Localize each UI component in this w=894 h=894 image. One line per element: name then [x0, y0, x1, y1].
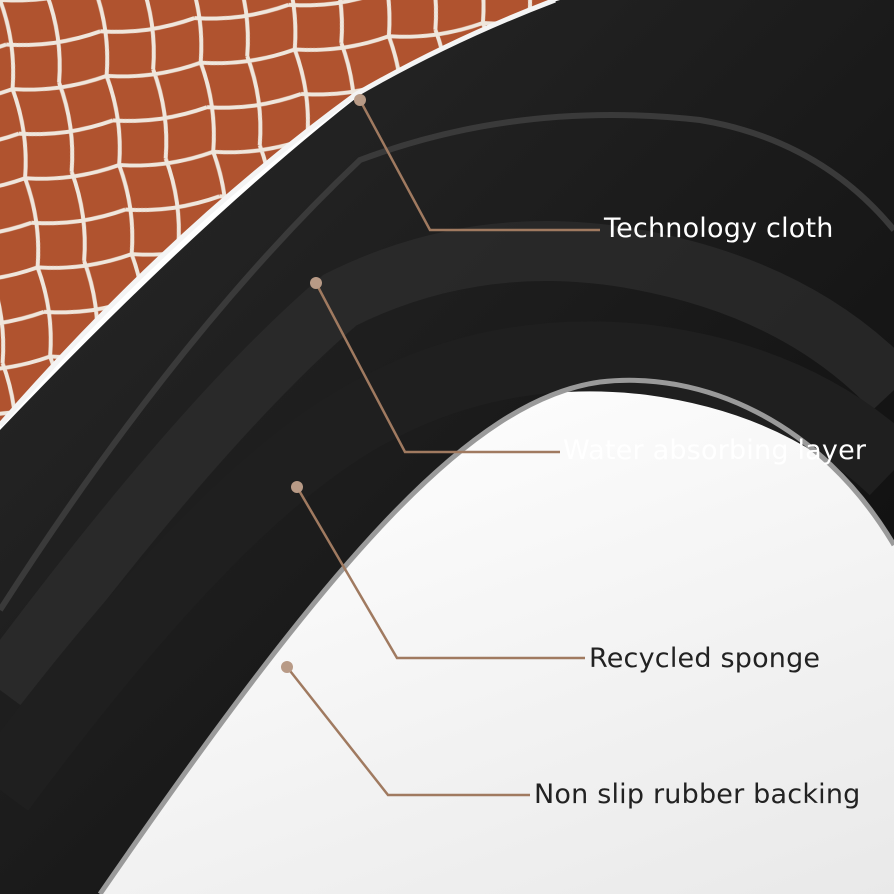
marker-dot — [354, 94, 366, 106]
technology-cloth-layer — [0, 112, 894, 612]
marker-dot — [291, 481, 303, 493]
leader-line-recycled-sponge — [295, 486, 585, 660]
label-recycled-sponge: Recycled sponge — [589, 643, 821, 674]
rug-edge — [0, 0, 556, 427]
recycled-sponge-layer — [0, 321, 894, 811]
leader-line-technology-cloth — [358, 99, 600, 232]
leader-line-water-absorbing — [314, 282, 560, 454]
rubber-backing-edge — [97, 377, 894, 894]
leader-line-rubber-backing — [286, 666, 530, 797]
label-non-slip-rubber-backing: Non slip rubber backing — [534, 779, 861, 810]
marker-dot — [310, 277, 322, 289]
label-technology-cloth: Technology cloth — [604, 213, 834, 244]
label-water-absorbing-layer: Water absorbing layer — [563, 435, 867, 466]
water-absorbing-layer — [0, 221, 894, 708]
marker-dot — [281, 661, 293, 673]
